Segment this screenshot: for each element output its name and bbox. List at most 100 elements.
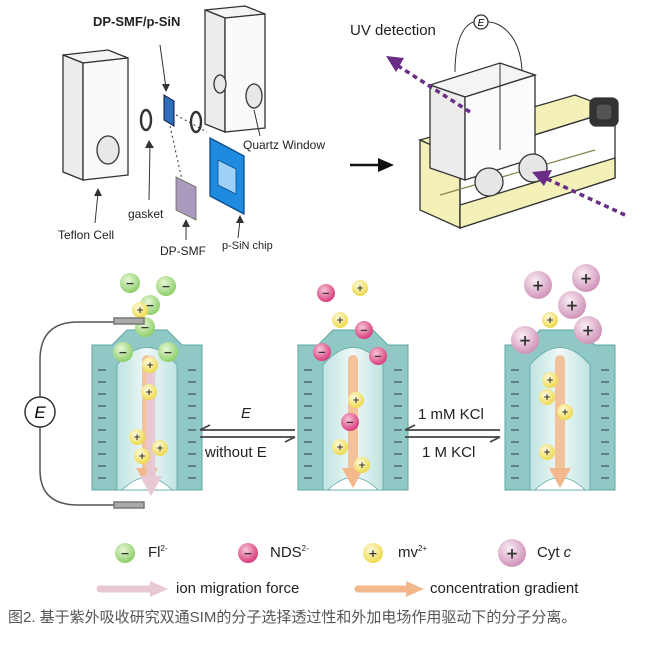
external-circuit — [24, 317, 145, 509]
device-e-symbol: E — [478, 18, 485, 29]
assembly-arrow — [350, 158, 394, 172]
ion-mv: + — [352, 280, 368, 296]
ion-nds: − — [313, 343, 331, 361]
ion-nds: − — [355, 321, 373, 339]
svg-text:+: + — [352, 396, 360, 406]
ion-mv: + — [134, 448, 150, 464]
legend-gradient-arrow — [354, 581, 424, 597]
svg-text:+: + — [136, 306, 144, 316]
ion-cyt: + — [511, 326, 539, 354]
circuit-e-symbol: E — [34, 403, 46, 422]
legend-cyt-icon: + — [498, 539, 526, 567]
label-arrow-e: E — [241, 405, 252, 422]
svg-text:+: + — [543, 393, 551, 403]
teflon-cell — [62, 49, 129, 181]
ion-mv: + — [132, 302, 148, 318]
exploded-assembly — [62, 5, 266, 240]
svg-text:−: − — [161, 280, 170, 293]
svg-text:−: − — [243, 547, 252, 560]
channel-concentration: ++++++++++ — [504, 264, 616, 491]
svg-text:+: + — [138, 452, 146, 462]
svg-text:+: + — [582, 321, 595, 339]
label-dp-smf-psin: DP-SMF/p-SiN — [93, 14, 181, 29]
ion-cyt: + — [574, 316, 602, 344]
label-teflon-cell: Teflon Cell — [58, 228, 115, 242]
svg-text:+: + — [336, 316, 344, 326]
label-quartz-window: Quartz Window — [243, 138, 326, 152]
svg-text:−: − — [346, 417, 354, 428]
legend-migration-arrow — [96, 581, 168, 597]
ion-fl: − — [120, 273, 140, 293]
label-dp-smf: DP-SMF — [160, 244, 206, 258]
ion-mv: + — [348, 392, 364, 408]
ion-mv: + — [557, 404, 573, 420]
legend-mv: mv2+ — [398, 544, 428, 561]
channel-with-field: −−−−−−++++++ — [91, 273, 203, 496]
ion-mv: + — [542, 372, 558, 388]
svg-text:−: − — [360, 325, 368, 336]
svg-text:+: + — [133, 433, 141, 443]
gasket-ring-left — [139, 108, 153, 132]
svg-text:+: + — [532, 276, 545, 294]
channel-without-field: − + + − − − + − + + — [297, 280, 409, 491]
svg-text:+: + — [580, 269, 593, 287]
ion-fl: − — [156, 276, 176, 296]
legend-cyt: Cyt c — [537, 544, 572, 561]
ion-nds: − — [317, 284, 335, 302]
transition-arrows — [199, 424, 501, 443]
svg-text:−: − — [318, 347, 326, 358]
dp-smf-membrane — [175, 176, 197, 221]
svg-text:+: + — [156, 444, 164, 454]
psin-chip — [209, 136, 245, 216]
quartz-cell — [204, 5, 266, 133]
label-gasket: gasket — [128, 207, 164, 221]
ion-mv: + — [332, 439, 348, 455]
figure-caption: 图2. 基于紫外吸收研究双通SIM的分子选择透过性和外加电场作用驱动下的分子分离… — [8, 609, 577, 626]
svg-text:+: + — [546, 316, 554, 326]
ion-nds: − — [341, 413, 359, 431]
label-without-e: without E — [205, 444, 267, 461]
svg-text:+: + — [146, 361, 154, 371]
svg-text:+: + — [358, 461, 366, 471]
svg-text:+: + — [368, 547, 377, 560]
dp-smf-psin-chip — [163, 94, 175, 127]
svg-text:+: + — [543, 448, 551, 458]
ion-cyt: + — [558, 291, 586, 319]
ion-nds: − — [369, 347, 387, 365]
ion-fl: − — [158, 342, 178, 362]
gasket-ring-right — [189, 110, 203, 134]
svg-text:−: − — [374, 351, 382, 362]
ion-cyt: + — [572, 264, 600, 292]
legend-ion-migration: ion migration force — [176, 580, 300, 597]
ion-fl: − — [113, 342, 133, 362]
svg-text:−: − — [125, 277, 134, 290]
legend-fl-icon: − — [115, 543, 135, 563]
svg-text:−: − — [163, 346, 172, 359]
ion-mv: + — [542, 312, 558, 328]
svg-text:+: + — [506, 544, 519, 562]
label-uv-detection: UV detection — [350, 22, 436, 39]
svg-text:+: + — [566, 296, 579, 314]
legend-nds-icon: − — [238, 543, 258, 563]
svg-text:+: + — [356, 284, 364, 294]
label-1m-kcl: 1 M KCl — [422, 444, 476, 461]
svg-text:+: + — [336, 443, 344, 453]
legend-fl: Fl2- — [148, 544, 168, 561]
assembled-device — [418, 14, 619, 230]
legend-concentration: concentration gradient — [430, 580, 579, 597]
svg-text:−: − — [118, 346, 127, 359]
ion-cyt: + — [524, 271, 552, 299]
svg-text:+: + — [546, 376, 554, 386]
uv-arrows — [386, 56, 626, 217]
ion-mv: + — [332, 312, 348, 328]
ion-mv: + — [539, 444, 555, 460]
legend-nds: NDS2- — [270, 544, 309, 561]
svg-text:−: − — [145, 299, 154, 312]
ion-mv: + — [539, 389, 555, 405]
svg-text:−: − — [322, 288, 330, 299]
svg-text:−: − — [140, 321, 149, 334]
svg-text:+: + — [145, 388, 153, 398]
ion-mv: + — [152, 440, 168, 456]
svg-text:+: + — [519, 331, 532, 349]
svg-text:+: + — [561, 408, 569, 418]
